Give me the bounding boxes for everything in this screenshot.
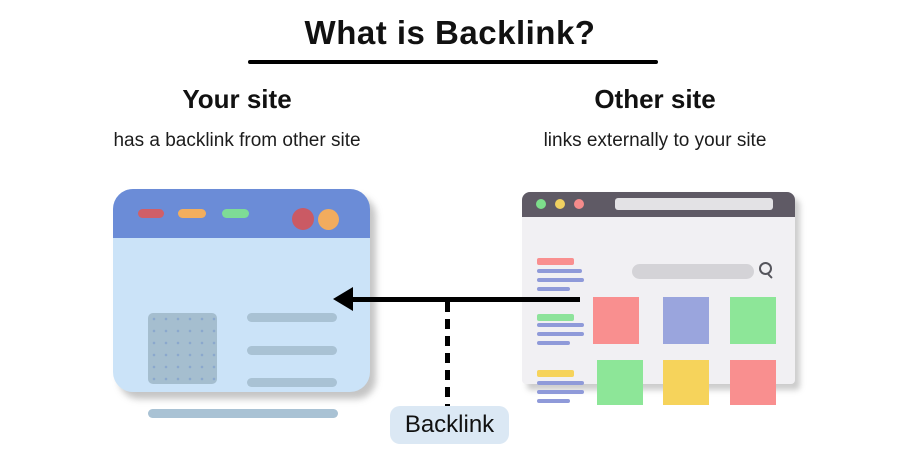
sidebar-heading-bar (537, 258, 574, 265)
your-site-body (113, 238, 370, 418)
backlink-arrow-line (349, 297, 580, 302)
search-bar (632, 264, 754, 279)
grid-square (593, 297, 639, 344)
your-site-heading: Your site (182, 84, 292, 114)
other-site-header-bar (522, 192, 795, 217)
nav-pill-orange (178, 209, 206, 218)
text-line-backlink-target (247, 346, 337, 355)
page-title: What is Backlink? (304, 14, 596, 51)
header-button-red (292, 208, 314, 230)
dashed-connector-line (445, 302, 450, 406)
other-site-window (522, 192, 795, 405)
traffic-light-yellow (555, 199, 565, 209)
text-line (247, 313, 337, 322)
your-site-header-bar (113, 189, 370, 238)
nav-pill-green (222, 209, 249, 218)
backlink-arrowhead-icon (333, 287, 353, 311)
backlink-label: Backlink (390, 406, 509, 444)
header-button-orange (318, 209, 339, 230)
sidebar-text-line (537, 269, 582, 273)
sidebar-text-line (537, 341, 570, 345)
search-icon (759, 262, 772, 275)
nav-pill-red (138, 209, 164, 218)
sidebar-heading-bar (537, 370, 574, 377)
title-underline (248, 60, 658, 64)
traffic-light-red (574, 199, 584, 209)
grid-square (663, 360, 709, 405)
sidebar-text-line (537, 381, 584, 385)
text-line-long (148, 409, 338, 418)
traffic-light-green (536, 199, 546, 209)
grid-square (663, 297, 709, 344)
text-line (247, 378, 337, 387)
grid-square (730, 360, 776, 405)
sidebar-text-line (537, 323, 584, 327)
sidebar-text-line (537, 278, 584, 282)
sidebar-text-line (537, 390, 584, 394)
sidebar-text-line (537, 287, 570, 291)
your-site-window (113, 189, 370, 418)
sidebar-text-line (537, 399, 570, 403)
your-site-subtitle: has a backlink from other site (113, 130, 361, 151)
address-bar (615, 198, 773, 210)
grid-square (730, 297, 776, 344)
sidebar-heading-bar-backlink-source (537, 314, 574, 321)
other-site-heading: Other site (594, 84, 716, 114)
other-site-subtitle: links externally to your site (543, 130, 767, 151)
other-site-body (522, 217, 795, 405)
sidebar-text-line (537, 332, 584, 336)
image-placeholder (148, 313, 217, 384)
grid-square (597, 360, 643, 405)
